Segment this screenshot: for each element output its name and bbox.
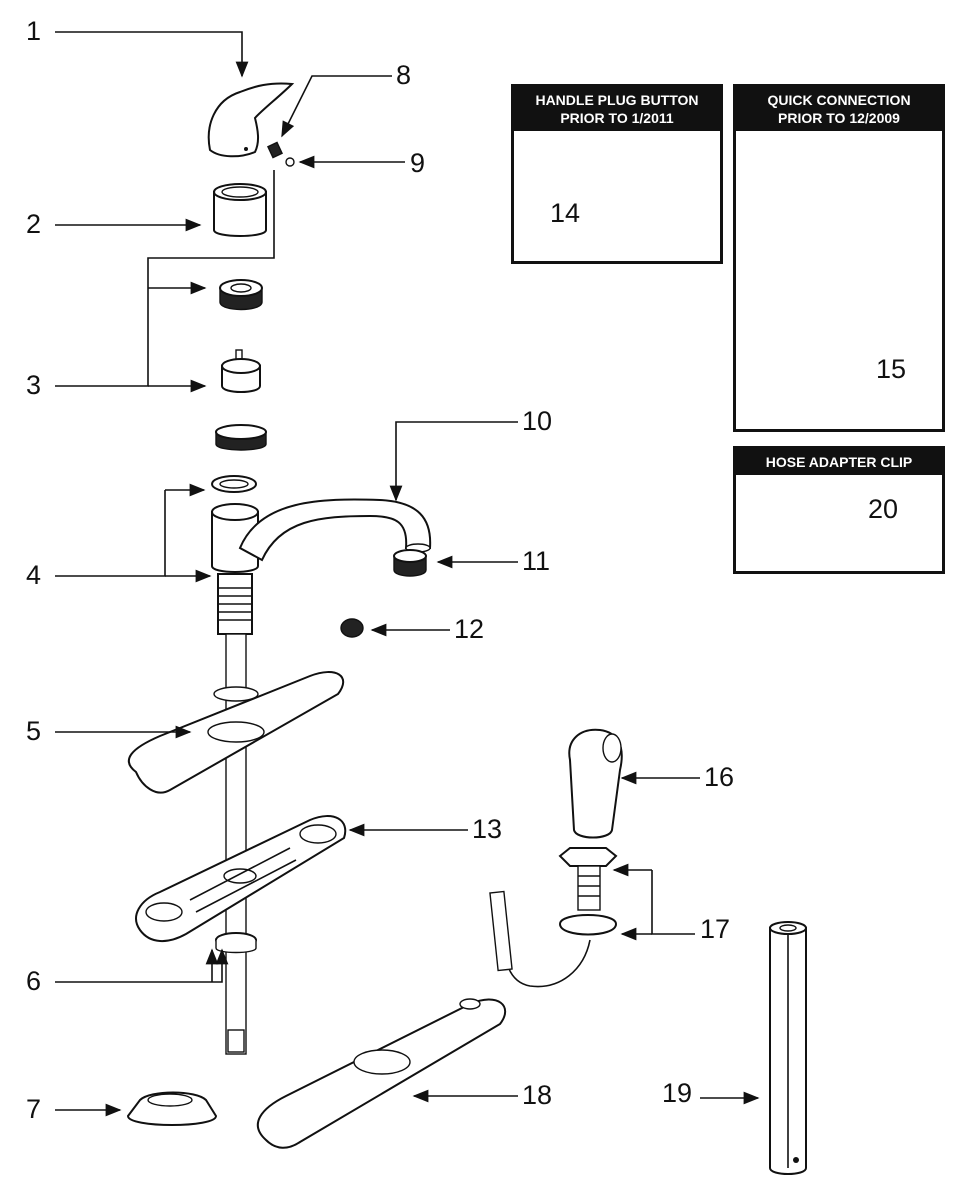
hose-clip-inset-title: HOSE ADAPTER CLIP [736, 449, 942, 475]
callout-9: 9 [410, 148, 426, 178]
callout-17: 17 [700, 914, 731, 944]
retaining-ring-part [215, 424, 267, 451]
callout-15: 15 [876, 354, 907, 384]
leader-17-stem [651, 870, 695, 935]
quick-connection-title-line1: QUICK CONNECTION [767, 92, 911, 108]
leader-1 [55, 31, 249, 78]
callout-16: 16 [704, 762, 735, 792]
quick-connection-inset-title: QUICK CONNECTION PRIOR TO 12/2009 [736, 87, 942, 131]
leader-3-stem [55, 170, 275, 387]
spray-support-part [489, 847, 618, 988]
o-ring-part [211, 475, 257, 493]
leader-10 [389, 421, 518, 502]
screw-part [285, 157, 295, 167]
leader-8 [281, 75, 392, 138]
hose-clip-inset: HOSE ADAPTER CLIP [733, 446, 945, 574]
nut-part [219, 279, 263, 311]
plug-button-part [267, 141, 283, 159]
handle-plug-inset-title: HANDLE PLUG BUTTON PRIOR TO 1/2011 [514, 87, 720, 131]
handle-plug-title-line2: PRIOR TO 1/2011 [560, 110, 674, 126]
callout-3: 3 [26, 370, 42, 400]
spout-body-part [211, 498, 432, 1055]
gasket-part [126, 1091, 218, 1126]
handle-part [207, 82, 295, 158]
deck-plate-part [256, 998, 507, 1149]
callout-12: 12 [454, 614, 485, 644]
handle-plug-inset: HANDLE PLUG BUTTON PRIOR TO 1/2011 [511, 84, 723, 264]
callout-10: 10 [522, 406, 553, 436]
installation-tool-part [769, 921, 807, 1175]
callout-2: 2 [26, 209, 42, 239]
aerator-insert-part [340, 618, 364, 638]
hose-clip-title-line1: HOSE ADAPTER CLIP [765, 454, 913, 470]
cap-part [213, 183, 267, 237]
callout-14: 14 [550, 198, 581, 228]
leader-4-stem [55, 490, 166, 577]
side-spray-part [568, 728, 623, 839]
cartridge-part [221, 349, 261, 393]
callout-7: 7 [26, 1094, 42, 1124]
callout-13: 13 [472, 814, 503, 844]
leader-6a [55, 948, 229, 983]
quick-connection-inset: QUICK CONNECTION PRIOR TO 12/2009 [733, 84, 945, 432]
callout-19: 19 [662, 1078, 693, 1108]
handle-plug-title-line1: HANDLE PLUG BUTTON [535, 92, 699, 108]
callout-6: 6 [26, 966, 42, 996]
callout-11: 11 [522, 546, 551, 576]
callout-18: 18 [522, 1080, 553, 1110]
callout-1: 1 [26, 16, 42, 46]
quick-connection-title-line2: PRIOR TO 12/2009 [778, 110, 900, 126]
callout-4: 4 [26, 560, 42, 590]
callout-20: 20 [868, 494, 899, 524]
escutcheon-part [127, 671, 345, 794]
callout-8: 8 [396, 60, 412, 90]
callout-5: 5 [26, 716, 42, 746]
mounting-plate-part [135, 815, 347, 942]
aerator-part [393, 549, 427, 577]
